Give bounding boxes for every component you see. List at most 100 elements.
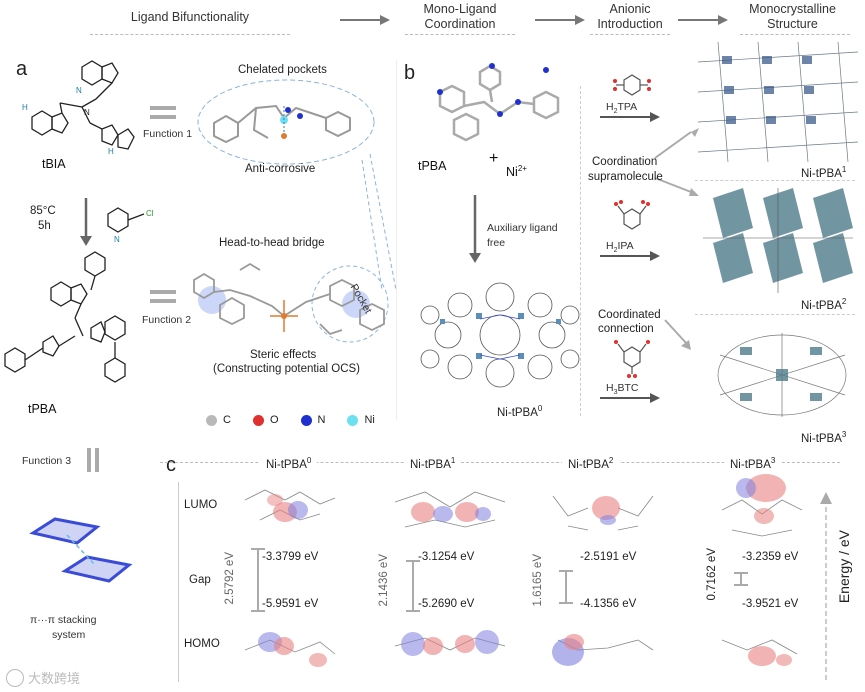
ni-tpba3-label: Ni-tPBA3 [801,430,846,445]
pi-stacking-sub-label: system [52,629,85,641]
homo-value-1: -5.2690 eV [418,598,474,610]
gap-bar-cap-3-b [734,584,748,586]
reaction-temp: 85°C [30,205,56,217]
tbia-label: tBIA [42,157,66,171]
legend-item-c: C [206,414,231,426]
svg-text:N: N [84,108,90,117]
gap-bar-0 [257,548,259,612]
col-header-3: Ni-tPBA3 [724,456,781,471]
ni-tpba2-label: Ni-tPBA2 [801,297,846,312]
lumo-orbital-0 [240,480,340,540]
coordination-supramolecule-sub-label: supramolecule [588,171,663,183]
divider-crystal-1 [695,180,855,181]
panel-c-letter: c [166,454,176,477]
legend-item-ni: Ni [347,414,374,426]
header-underline-1 [90,34,290,35]
homo-label: HOMO [184,638,220,650]
ni-ion-label: Ni2+ [506,164,527,179]
lumo-value-2: -2.5191 eV [580,551,636,563]
divider-ab [396,60,397,420]
ni-tpba0-framework [420,275,580,395]
tbia-molecule: N N H H [20,55,135,165]
homo-orbital-1 [395,620,505,672]
ni-tpba3-crystal [710,325,855,425]
header-arrow-1 [340,14,390,26]
atom-legend: C O N Ni [206,414,397,426]
pi-stacking-image [25,505,135,595]
homo-orbital-3 [712,620,812,676]
header-arrow-3 [678,14,728,26]
tpba-label-a: tPBA [28,402,57,416]
h2ipa-molecule [612,200,654,238]
homo-value-0: -5.9591 eV [262,598,318,610]
gap-bar-cap-0-b [251,610,265,612]
ni-tpba2-crystal [703,188,853,293]
ni-tpba1-crystal [698,42,858,162]
col-header-1: Ni-tPBA1 [404,456,461,471]
svg-text:N: N [114,235,120,244]
divider-crystal-2 [695,314,855,315]
legend-dot-n [301,415,312,426]
auxiliary-free-sub-label: free [487,237,505,249]
auxiliary-free-label: Auxiliary ligand [487,222,558,234]
legend-dot-c [206,415,217,426]
legend-item-o: O [253,414,279,426]
watermark: 大数跨境 [6,668,80,687]
watermark-icon [6,669,24,687]
header-step-4: Monocrystalline Structure [735,2,850,32]
energy-axis-arrow [819,492,833,682]
row-label-bracket [178,482,179,682]
tpba-molecule [5,252,145,397]
col-header-2: Ni-tPBA2 [562,456,619,471]
legend-dot-ni [347,415,358,426]
homo-orbital-0 [240,620,340,678]
header-arrow-2 [535,14,585,26]
gap-value-3: 0.7162 eV [706,548,718,600]
steric-effects-sub-label: (Constructing potential OCS) [213,363,360,375]
gap-value-2: 1.6165 eV [532,554,544,606]
steric-effects-label: Steric effects [250,349,316,361]
head-to-head-label: Head-to-head bridge [219,237,325,249]
svg-text:H: H [22,103,28,112]
gap-bar-1 [412,560,414,612]
reaction-time: 5h [38,220,51,232]
header-underline-3 [590,34,670,35]
double-bar-icon [87,448,99,472]
ni-tpba0-label: Ni-tPBA0 [497,404,542,419]
lumo-value-0: -3.3799 eV [262,551,318,563]
coordinated-connection-sub-label: connection [598,323,654,335]
reaction-arrow [79,198,93,248]
coordination-supramolecule-label: Coordination [592,156,657,168]
legend-item-n: N [301,414,326,426]
equals-2-icon [150,290,176,304]
lumo-label: LUMO [184,499,217,511]
energy-axis-label: Energy / eV [836,530,852,603]
header-step-2: Mono-Ligand Coordination [400,2,520,32]
gap-bar-cap-2-t [559,570,573,572]
col-header-0: Ni-tPBA0 [260,456,317,471]
gap-bar-cap-3-t [734,572,748,574]
gap-bar-cap-1-b [406,610,420,612]
svg-text:H: H [108,147,114,156]
equals-1-icon [150,106,176,120]
svg-text:Cl: Cl [146,209,154,218]
lumo-orbital-2 [548,486,658,536]
pi-stacking-label: π···π stacking [30,614,96,626]
legend-dot-o [253,415,264,426]
h3btc-molecule [612,338,654,380]
h2tpa-molecule [612,70,654,102]
divider-b-mid [580,86,581,416]
lumo-orbital-1 [395,482,505,540]
header-underline-4 [740,34,850,35]
gap-label: Gap [189,574,211,586]
plus-sign: + [489,150,498,168]
tpba-ball-stick [420,62,570,152]
function-3-label: Function 3 [22,455,71,467]
header-step-1: Ligand Bifunctionality [105,10,275,24]
header-step-3: Anionic Introduction [585,2,675,32]
function-1-label: Function 1 [143,128,192,140]
h2tpa-arrow [600,111,662,123]
header-underline-2 [405,34,515,35]
h2ipa-arrow [600,250,662,262]
svg-text:N: N [76,86,82,95]
